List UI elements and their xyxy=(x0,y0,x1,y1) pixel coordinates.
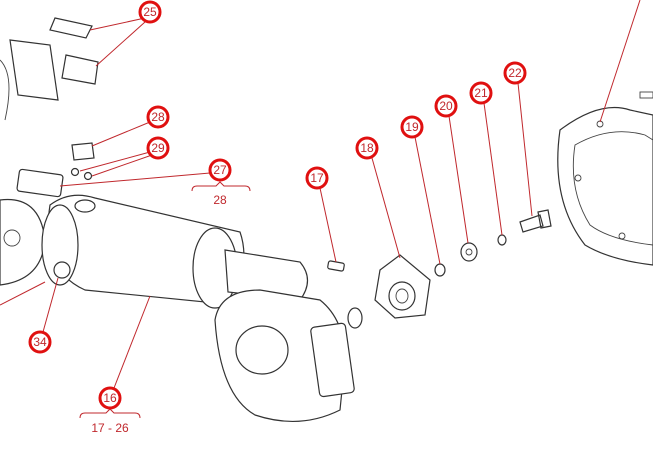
part-25a xyxy=(49,17,93,39)
svg-text:25: 25 xyxy=(143,5,157,19)
svg-text:19: 19 xyxy=(405,120,419,134)
part-28 xyxy=(71,142,95,161)
svg-text:28: 28 xyxy=(151,110,165,124)
part-29b xyxy=(83,171,93,181)
callout-28[interactable]: 28 xyxy=(146,105,170,129)
callout-16[interactable]: 16 xyxy=(98,386,122,410)
svg-text:16: 16 xyxy=(103,391,117,405)
callout-27[interactable]: 27 xyxy=(208,158,232,182)
svg-text:20: 20 xyxy=(439,99,453,113)
svg-text:17: 17 xyxy=(310,171,324,185)
callout-34[interactable]: 34 xyxy=(28,330,52,354)
part-flange-left xyxy=(0,198,46,286)
part-21-washer xyxy=(497,234,507,246)
part-34-plug xyxy=(53,261,71,279)
part-22-bolt xyxy=(519,209,552,233)
part-29a xyxy=(70,167,80,177)
callout-18[interactable]: 18 xyxy=(355,136,379,160)
callout-19[interactable]: 19 xyxy=(400,115,424,139)
part-17-key xyxy=(327,260,345,272)
callout-29[interactable]: 29 xyxy=(146,136,170,160)
group-label-28: 28 xyxy=(213,193,227,207)
parts-lineart xyxy=(0,17,653,422)
callout-17[interactable]: 17 xyxy=(305,166,329,190)
svg-text:34: 34 xyxy=(33,335,47,349)
svg-text:21: 21 xyxy=(474,86,488,100)
part-25b xyxy=(61,54,99,85)
motor-end-cap xyxy=(41,204,79,286)
svg-text:27: 27 xyxy=(213,163,227,177)
callout-20[interactable]: 20 xyxy=(434,94,458,118)
part-gasket-plate xyxy=(557,106,653,266)
callout-21[interactable]: 21 xyxy=(469,81,493,105)
callout-25[interactable]: 25 xyxy=(138,0,162,24)
part-cover xyxy=(9,39,59,101)
part-27 xyxy=(16,168,64,198)
group-label-17-26: 17 - 26 xyxy=(91,421,129,435)
callout-22[interactable]: 22 xyxy=(503,61,527,85)
part-20-washer xyxy=(460,242,478,262)
svg-text:29: 29 xyxy=(151,141,165,155)
part-19-washer xyxy=(434,263,446,277)
svg-text:18: 18 xyxy=(360,141,374,155)
svg-text:22: 22 xyxy=(508,66,522,80)
